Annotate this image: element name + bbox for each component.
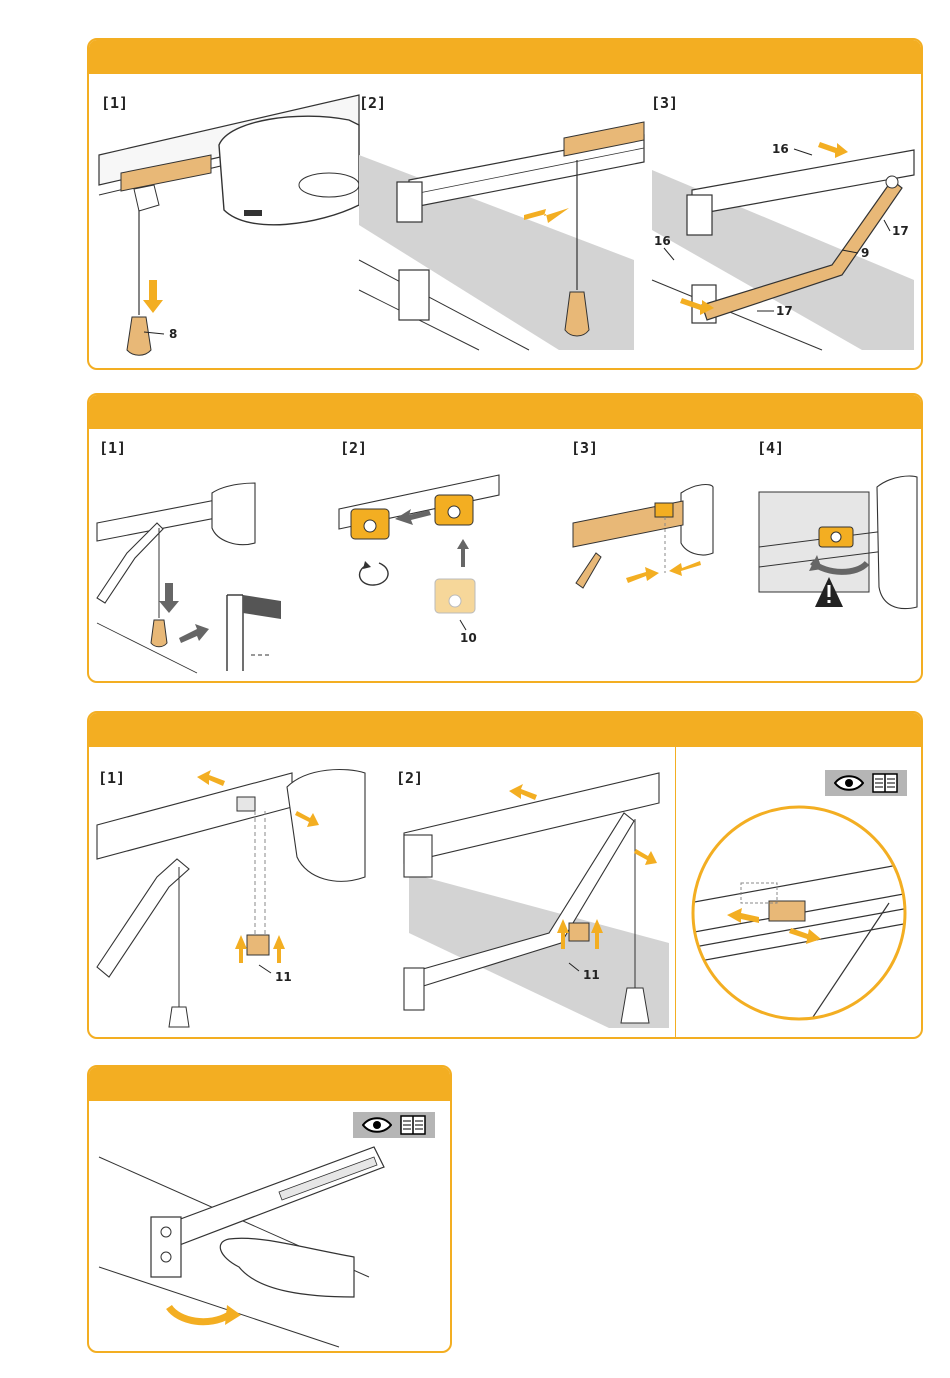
detail-magnifier xyxy=(689,803,909,1023)
svg-text:17: 17 xyxy=(892,224,909,238)
svg-text:16: 16 xyxy=(772,142,789,156)
hand xyxy=(220,1238,354,1297)
panel-4 xyxy=(87,1065,452,1353)
panel-3: [1] [2] 11 11 xyxy=(87,711,923,1039)
panel-1-illustration-1 xyxy=(99,115,359,355)
panel-3-divider xyxy=(675,747,676,1039)
manual-book-icon xyxy=(872,773,898,793)
svg-text:9: 9 xyxy=(861,246,869,260)
panel-2-step-1: [1] xyxy=(99,439,126,457)
panel-1-step-3: [3] xyxy=(651,94,678,112)
panel-1-header xyxy=(89,40,921,74)
panel-2-step-2: [2] xyxy=(340,439,367,457)
panel-3-illustration-1 xyxy=(97,767,367,1027)
panel-4-header xyxy=(89,1067,450,1101)
panel-3-illustration-2 xyxy=(399,773,669,1028)
panel-1-illustration-2 xyxy=(359,120,634,350)
part-11 xyxy=(569,923,589,941)
manual-book-icon xyxy=(400,1115,426,1135)
motor-housing xyxy=(219,116,359,225)
panel-2-step-3: [3] xyxy=(571,439,598,457)
svg-text:8: 8 xyxy=(169,327,177,341)
eye-icon xyxy=(362,1116,392,1134)
door-sketch xyxy=(221,585,301,675)
panel-2-illustration-4 xyxy=(757,467,917,627)
panel-1-step-1: [1] xyxy=(101,94,128,112)
eye-book-badge xyxy=(825,770,907,796)
svg-text:11: 11 xyxy=(583,968,600,982)
panel-1: [1] [2] [3] 8 xyxy=(87,38,923,370)
arrow-icon xyxy=(143,280,163,313)
svg-text:11: 11 xyxy=(275,970,292,984)
svg-text:16: 16 xyxy=(654,234,671,248)
callouts-panel-1-step-3: 16 17 9 16 17 xyxy=(652,135,914,355)
panel-2-step-4: [4] xyxy=(757,439,784,457)
panel-2: [1] [2] [3] [4] 10 xyxy=(87,393,923,683)
rotate-arrow-icon xyxy=(169,1307,229,1322)
callout-8: 8 xyxy=(144,322,204,342)
callout-11a: 11 xyxy=(257,963,307,987)
svg-text:10: 10 xyxy=(460,631,477,645)
eye-book-badge-2 xyxy=(353,1112,435,1138)
panel-3-header xyxy=(89,713,921,747)
svg-text:17: 17 xyxy=(776,304,793,318)
panel-2-header xyxy=(89,395,921,429)
panel-1-step-2: [2] xyxy=(359,94,386,112)
panel-2-illustration-3 xyxy=(571,483,716,593)
part-11 xyxy=(247,935,269,955)
callout-10: 10 xyxy=(454,620,494,646)
callout-11b: 11 xyxy=(567,961,617,985)
panel-4-illustration xyxy=(99,1147,444,1347)
eye-icon xyxy=(834,774,864,792)
